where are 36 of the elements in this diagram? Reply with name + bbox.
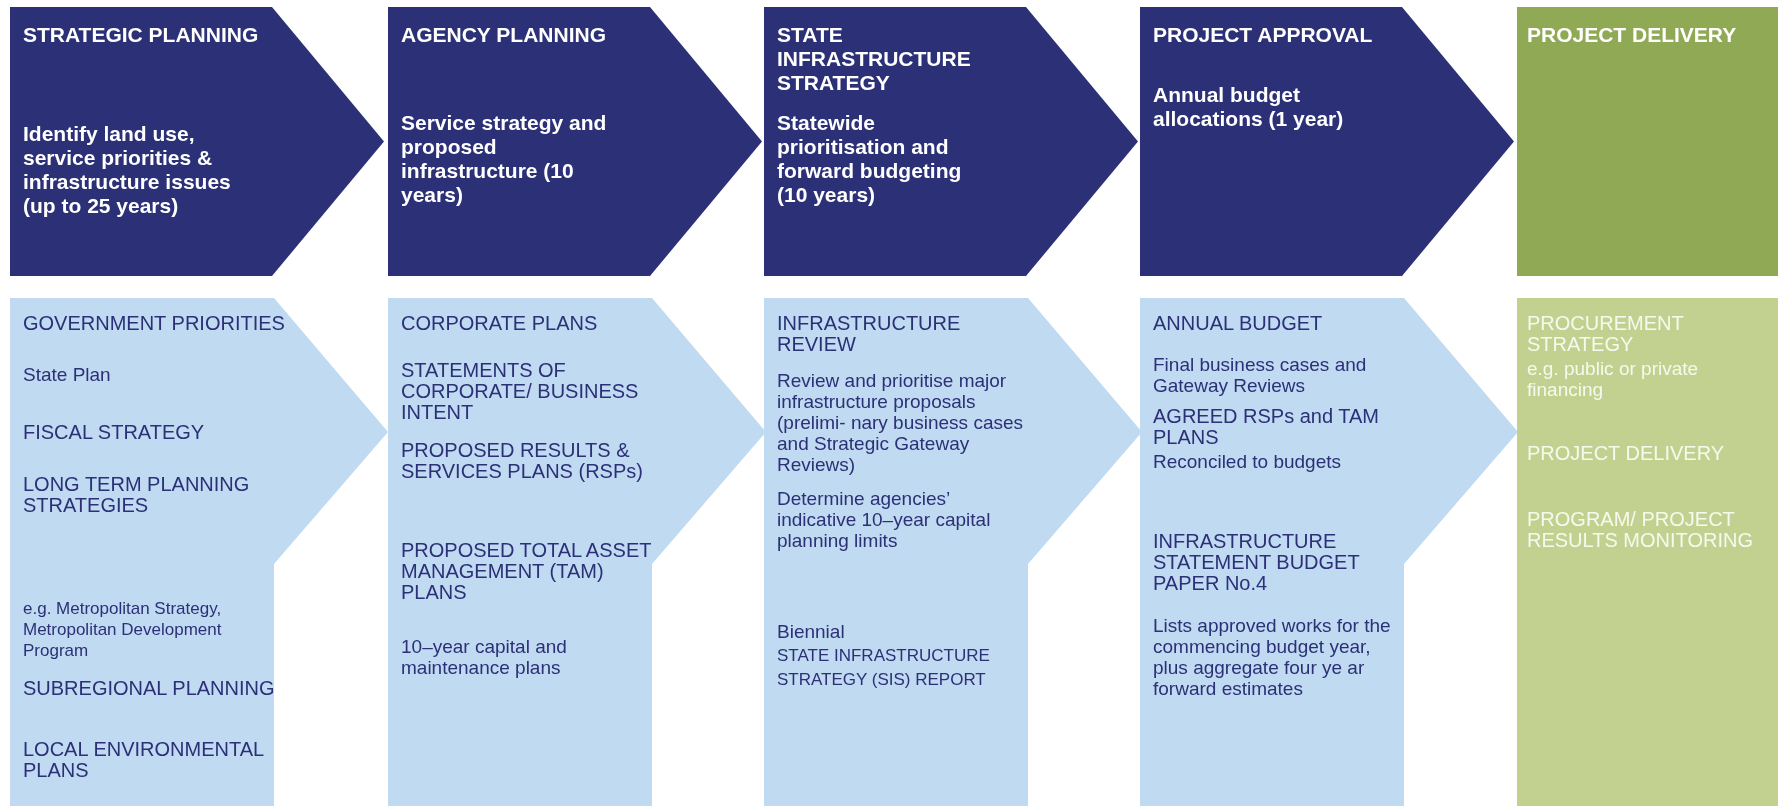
stage-heading: PROJECT APPROVAL: [1153, 23, 1374, 47]
stage-heading: PROJECT DELIVERY: [1527, 23, 1738, 47]
item-description: 10–year capital and maintenance plans: [401, 636, 568, 678]
item-description: State Plan: [23, 364, 112, 385]
item-heading: INFRASTRUCTURE REVIEW: [777, 313, 962, 355]
stage-description: Annual budget allocations (1 year): [1153, 83, 1345, 131]
item-heading: ANNUAL BUDGET: [1153, 313, 1324, 334]
item-description: Final business cases and Gateway Reviews: [1153, 354, 1368, 396]
item-heading: STATEMENTS OF CORPORATE/ BUSINESS INTENT: [401, 360, 640, 423]
item-heading: PROCUREMENT STRATEGY: [1527, 313, 1685, 355]
item-heading: PROPOSED TOTAL ASSET MANAGEMENT (TAM) PLANS: [401, 540, 653, 603]
item-heading: AGREED RSPs and TAM PLANS: [1153, 406, 1380, 448]
item-description: Determine agencies’ indicative 10–year capital planning limits: [777, 488, 992, 551]
item-heading: PROGRAM/ PROJECT RESULTS MONITORING: [1527, 509, 1754, 551]
item-description: Review and prioritise major infrastructure proposals (prelimi- nary business cases and Strategic Gateway Reviews): [777, 370, 1025, 475]
item-example: e.g. Metropolitan Strategy, Metropolitan Development Program: [23, 598, 223, 661]
stage-description: Service strategy and proposed infrastructure (10 years): [401, 111, 608, 207]
stage-description: Statewide prioritisation and forward budgeting (10 years): [777, 111, 963, 207]
item-heading: LONG TERM PLANNING STRATEGIES: [23, 474, 251, 516]
stage-heading: STATE INFRASTRUCTURE STRATEGY: [777, 23, 972, 95]
stage-description: Identify land use, service priorities & infrastructure issues (up to 25 years): [23, 122, 232, 218]
item-heading: GOVERNMENT PRIORITIES: [23, 313, 285, 334]
item-heading: CORPORATE PLANS: [401, 313, 599, 334]
item-heading: FISCAL STRATEGY: [23, 422, 206, 443]
item-description: Reconciled to budgets: [1153, 451, 1342, 472]
stage-heading: STRATEGIC PLANNING: [23, 23, 260, 47]
item-heading: STATE INFRASTRUCTURE STRATEGY (SIS) REPORT: [777, 645, 991, 691]
item-description: Biennial: [777, 621, 846, 642]
item-description: e.g. public or private financing: [1527, 358, 1700, 400]
item-heading: LOCAL ENVIRONMENTAL PLANS: [23, 739, 265, 781]
item-heading: PROPOSED RESULTS & SERVICES PLANS (RSPs): [401, 440, 644, 482]
item-description: Lists approved works for the commencing budget year, plus aggregate four ye ar forward estimates: [1153, 615, 1392, 699]
item-heading: PROJECT DELIVERY: [1527, 443, 1726, 464]
stage-heading: AGENCY PLANNING: [401, 23, 607, 47]
item-heading: INFRASTRUCTURE STATEMENT BUDGET PAPER No.4: [1153, 531, 1361, 594]
item-heading: SUBREGIONAL PLANNING: [23, 678, 276, 699]
